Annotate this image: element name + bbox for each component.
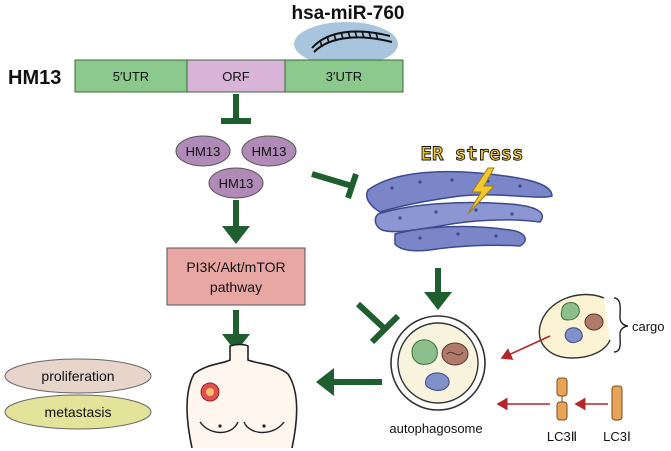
activate-pathway-arrow — [222, 200, 250, 244]
gene-utr3-segment — [284, 59, 404, 93]
utr5-label: 5′UTR — [113, 69, 149, 84]
lightning-bolt-icon — [467, 167, 496, 215]
metastasis-ellipse — [4, 394, 152, 430]
inhibit-pathway-arrow — [355, 301, 401, 345]
er-to-autophagosome-arrow — [424, 268, 452, 310]
gene-label: HM13 — [8, 67, 61, 89]
protein-label-3: HM13 — [219, 176, 254, 191]
metastasis-label: metastasis — [45, 404, 112, 420]
lc3i-label: LC3Ⅰ — [603, 429, 631, 444]
protein-label-2: HM13 — [252, 144, 287, 159]
inhibit-translation-arrow — [221, 94, 251, 124]
lc3ii-label: LC3Ⅱ — [547, 429, 577, 444]
protein-label-1: HM13 — [186, 144, 221, 159]
inhibit-er-stress-arrow — [311, 171, 359, 199]
autophagosome-label: autophagosome — [389, 421, 482, 436]
cargo-label: cargo — [632, 319, 665, 334]
utr3-label: 3′UTR — [326, 69, 362, 84]
pathway-label-line1: PI3K/Akt/mTOR — [186, 259, 285, 275]
patient-torso-icon — [186, 343, 298, 449]
proliferation-ellipse — [4, 358, 152, 394]
lc3i-icon — [611, 385, 623, 421]
pathway-to-tumor-arrow — [222, 310, 250, 352]
tumor-icon — [200, 382, 220, 402]
cargo-bracket — [613, 297, 629, 353]
mirna-hairpin-icon — [294, 22, 398, 66]
cargo-vesicle-icon — [538, 293, 611, 359]
gene-orf-segment — [186, 59, 286, 93]
pathway-box — [166, 247, 306, 306]
pathway-label-line2: pathway — [210, 279, 262, 295]
endoplasmic-reticulum-icon — [366, 170, 553, 252]
cargo-to-autophagosome-arrow — [500, 335, 551, 360]
hm13-protein-cluster — [175, 135, 297, 199]
autophagosome-icon — [390, 315, 486, 411]
autophagosome-to-tumor-arrow — [316, 368, 382, 396]
proliferation-label: proliferation — [41, 368, 114, 384]
orf-label: ORF — [222, 69, 250, 84]
lc3ii-icon — [556, 377, 568, 421]
er-stress-label: ER stress — [421, 143, 524, 165]
mirna-label: hsa-miR-760 — [292, 3, 405, 24]
